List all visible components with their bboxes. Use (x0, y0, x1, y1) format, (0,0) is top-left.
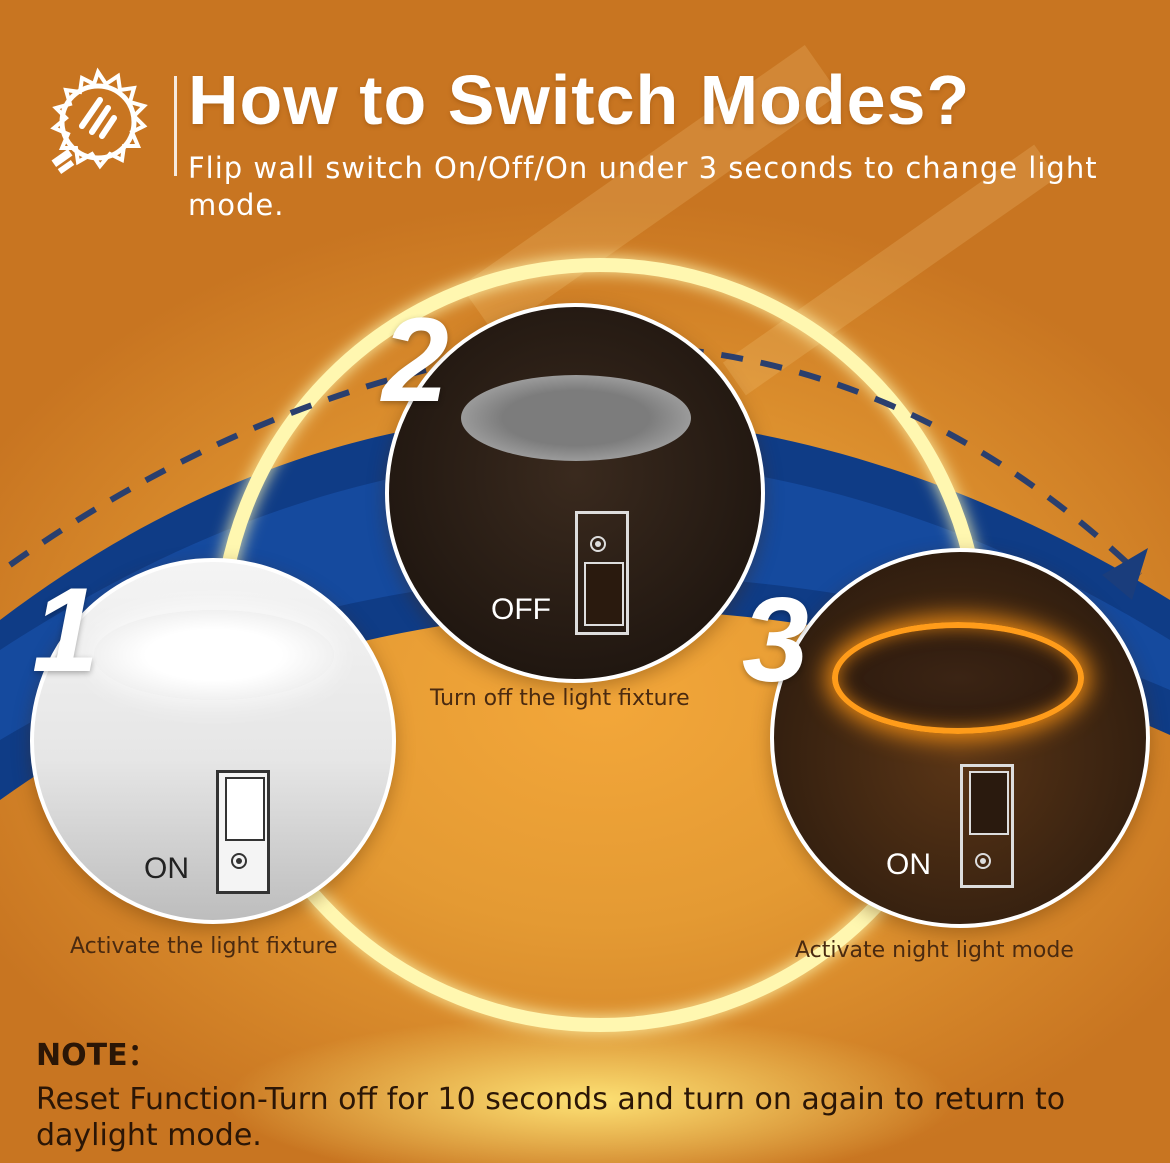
arrow-head-icon (1102, 548, 1148, 600)
step-caption: Activate the light fixture (70, 934, 338, 959)
switch-label: ON (144, 852, 189, 885)
switch-label: OFF (491, 593, 551, 626)
wall-switch-off (575, 511, 629, 635)
sun-bulb-icon (50, 67, 148, 175)
switch-rocker (584, 562, 624, 626)
step-caption: Turn off the light fixture (430, 686, 690, 711)
switch-indicator-icon (590, 536, 606, 552)
step-1-circle: ON (30, 558, 396, 924)
note-heading: NOTE： (36, 1038, 158, 1073)
page-title: How to Switch Modes? (188, 61, 971, 139)
page-subtitle: Flip wall switch On/Off/On under 3 secon… (188, 151, 1098, 222)
step-caption: Activate night light mode (795, 938, 1074, 963)
step-number: 1 (32, 563, 99, 697)
blue-arc-inner (0, 457, 1170, 740)
switch-rocker (969, 771, 1009, 835)
night-light-ring (832, 622, 1084, 734)
light-fixture-off (461, 375, 691, 461)
step-number: 3 (742, 573, 809, 707)
switch-rocker (225, 777, 265, 841)
note-text: Reset Function-Turn off for 10 seconds a… (36, 1082, 1066, 1153)
header-divider (174, 76, 177, 176)
switch-indicator-icon (231, 853, 247, 869)
step-number: 2 (382, 293, 449, 427)
wall-switch-on (216, 770, 270, 894)
switch-indicator-icon (975, 853, 991, 869)
dashed-arrow-path (8, 341, 1143, 578)
step-3-circle: ON (770, 548, 1150, 928)
step-2-circle: OFF (385, 303, 765, 683)
light-fixture-on (94, 610, 334, 700)
switch-label: ON (886, 848, 931, 881)
wall-switch-on (960, 764, 1014, 888)
